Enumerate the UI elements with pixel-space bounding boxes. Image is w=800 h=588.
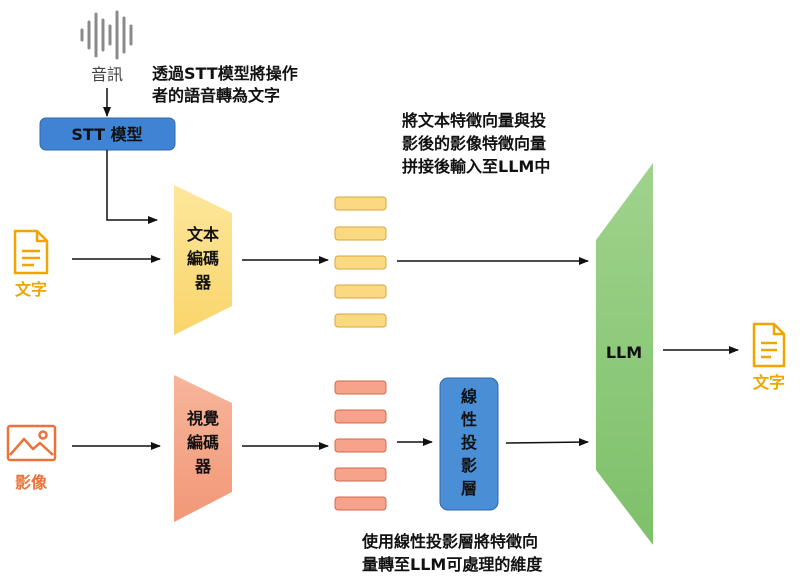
projection-label-3: 投 bbox=[461, 433, 477, 452]
text-encoder-label-2: 編碼 bbox=[187, 249, 219, 268]
text-token bbox=[334, 196, 387, 211]
text-input-label: 文字 bbox=[15, 280, 47, 299]
projection-label-4: 影 bbox=[461, 456, 477, 475]
llm-label: LLM bbox=[606, 343, 642, 362]
text-encoder-label-3: 器 bbox=[194, 273, 212, 292]
vision-encoder-label-2: 編碼 bbox=[187, 433, 219, 452]
projection-label-5: 層 bbox=[461, 479, 477, 498]
vision-encoder-label-1: 視覺 bbox=[186, 409, 219, 428]
image-token bbox=[334, 380, 387, 395]
document-icon bbox=[752, 322, 786, 368]
output-label: 文字 bbox=[753, 373, 785, 392]
image-token bbox=[334, 496, 387, 511]
text-token bbox=[334, 284, 387, 299]
image-token bbox=[334, 438, 387, 453]
stt-to-encoder-arrow bbox=[106, 150, 158, 224]
soundwave-icon bbox=[80, 10, 133, 60]
audio-label: 音訊 bbox=[91, 65, 123, 84]
concat-note-line-2: 影後的影像特徵向量 bbox=[402, 134, 546, 153]
image-feature-tokens bbox=[334, 380, 387, 511]
stt-note-line-2: 者的語音轉為文字 bbox=[151, 86, 280, 105]
vision-encoder-label-3: 器 bbox=[194, 457, 212, 476]
image-token bbox=[334, 467, 387, 482]
text-token bbox=[334, 255, 387, 270]
text-token bbox=[334, 226, 387, 241]
image-token bbox=[334, 409, 387, 424]
llm-block bbox=[596, 163, 653, 545]
stt-model-label: STT 模型 bbox=[71, 125, 142, 144]
projection-to-llm-arrow bbox=[505, 438, 589, 447]
projection-layer bbox=[439, 377, 499, 511]
text-token bbox=[334, 313, 387, 328]
projection-label-1: 線 bbox=[461, 387, 477, 406]
document-icon bbox=[13, 229, 49, 275]
text-encoder-label-1: 文本 bbox=[187, 225, 219, 244]
vision-encoder bbox=[174, 375, 232, 522]
projection-note-line-1: 使用線性投影層將特徵向 bbox=[361, 532, 538, 551]
projection-note-line-2: 量轉至LLM可處理的維度 bbox=[362, 555, 543, 574]
text-feature-tokens bbox=[334, 196, 387, 328]
stt-note-line-1: 透過STT模型將操作 bbox=[152, 64, 298, 83]
concat-note-line-1: 將文本特徵向量與投 bbox=[402, 111, 546, 130]
projection-label-2: 性 bbox=[461, 410, 477, 429]
image-input-label: 影像 bbox=[15, 473, 48, 492]
text-encoder bbox=[174, 185, 232, 335]
concat-note-line-3: 拼接後輸入至LLM中 bbox=[402, 157, 550, 176]
image-icon bbox=[6, 424, 57, 462]
